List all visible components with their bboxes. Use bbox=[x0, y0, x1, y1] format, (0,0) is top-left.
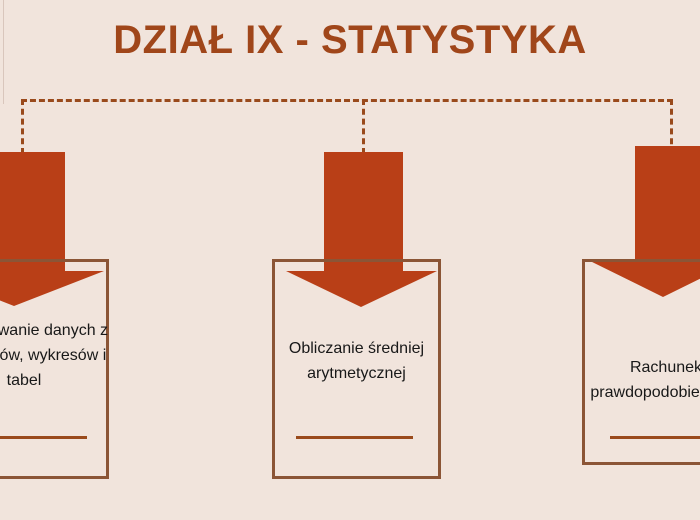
topic-card-center-rule bbox=[296, 436, 413, 439]
page-title: DZIAŁ IX - STATYSTYKA bbox=[113, 18, 587, 62]
topic-card-left bbox=[0, 259, 109, 479]
topic-card-left-rule bbox=[0, 436, 87, 439]
arrow-head bbox=[286, 271, 437, 307]
arrow-head bbox=[586, 259, 700, 297]
topic-card-right-rule bbox=[610, 436, 700, 439]
arrow-shaft bbox=[324, 152, 403, 272]
connector-drop-center bbox=[362, 99, 365, 154]
connector-horizontal-line bbox=[21, 99, 673, 102]
arrow-shaft bbox=[0, 152, 65, 272]
topic-card-center bbox=[272, 259, 441, 479]
topic-card-left-label: Odczytywanie danych z diagramów, wykresó… bbox=[0, 322, 109, 389]
topic-card-right bbox=[582, 259, 700, 465]
connector-drop-right bbox=[670, 99, 673, 154]
slide-frame-edge bbox=[3, 0, 4, 104]
connector-drop-left bbox=[21, 99, 24, 154]
arrow-shaft bbox=[635, 146, 700, 260]
topic-card-right-label: Rachunek prawdopodobieństwa bbox=[590, 359, 700, 401]
arrow-head bbox=[0, 271, 104, 306]
topic-card-center-label: Obliczanie średniej arytmetycznej bbox=[288, 340, 425, 382]
